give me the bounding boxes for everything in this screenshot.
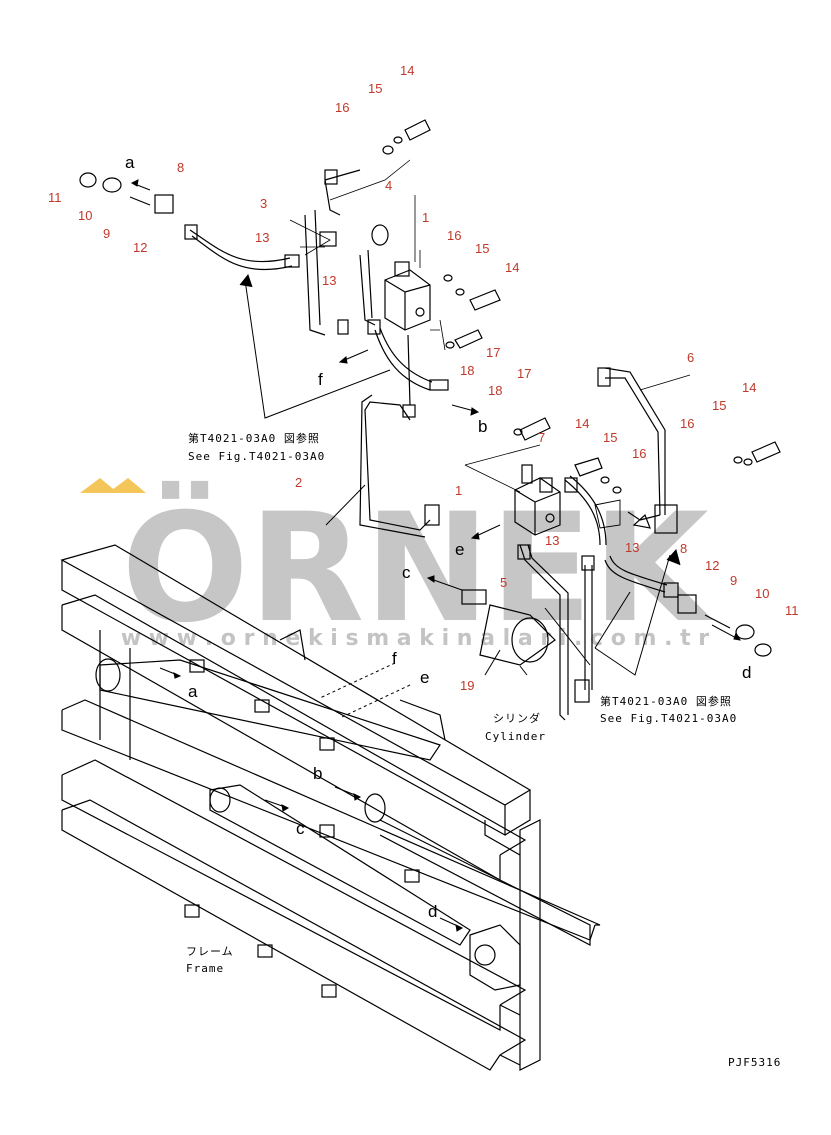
callout-1b: 1 [455,483,462,498]
frame-en: Frame [186,962,224,975]
callout-9a: 9 [103,226,110,241]
letter-a-top: a [125,153,135,172]
watermark-brand: ÖRNEK [121,480,713,656]
callout-8b: 8 [680,541,687,556]
callout-14c: 14 [742,380,756,395]
callout-6: 6 [687,350,694,365]
callout-16d: 16 [632,446,646,461]
frame-assembly [60,544,601,1071]
callout-13a: 13 [255,230,269,245]
ref1-en: See Fig.T4021-03A0 [188,450,325,463]
callout-15c: 15 [712,398,726,413]
callout-1a: 1 [422,210,429,225]
callout-3: 3 [260,196,267,211]
drawing-code: PJF5316 [728,1056,781,1069]
callout-11b: 11 [785,603,799,618]
letter-a-frame: a [188,682,198,701]
reference-notes: 第T4021-03A0 図参照 See Fig.T4021-03A0 第T402… [186,431,781,1069]
hydraulic-assembly-upper [79,119,501,538]
callout-16c: 16 [680,416,694,431]
ref2-en: See Fig.T4021-03A0 [600,712,737,725]
watermark-accent-right [108,478,146,493]
callout-14b: 14 [505,260,519,275]
watermark: ÖRNEK w w w . o r n e k i s m a k i n a … [80,478,713,656]
callout-17a: 17 [486,345,500,360]
direction-arrows [130,179,741,932]
callout-15a: 15 [368,81,382,96]
callout-numbers: 11 10 9 12 8 3 13 13 4 16 15 14 1 16 15 … [48,63,799,693]
callout-16a: 16 [335,100,349,115]
letter-d-top: d [742,663,751,682]
callout-15b: 15 [475,241,489,256]
callout-19: 19 [460,678,474,693]
callout-5: 5 [500,575,507,590]
callout-17b: 17 [517,366,531,381]
callout-13b: 13 [322,273,336,288]
frame-jp: フレーム [186,945,234,958]
callout-16b: 16 [447,228,461,243]
letter-d-frame: d [428,902,437,921]
letter-b-frame: b [313,764,322,783]
callout-12b: 12 [705,558,719,573]
callout-9b: 9 [730,573,737,588]
callout-4: 4 [385,178,392,193]
letter-c-frame: c [296,819,305,838]
connection-letters: a f b e c d a f e b c d [125,153,751,921]
watermark-url: w w w . o r n e k i s m a k i n a l a r … [121,626,709,651]
callout-12a: 12 [133,240,147,255]
letter-e-top: e [455,540,464,559]
callout-8a: 8 [177,160,184,175]
letter-c-top: c [402,563,411,582]
callout-10a: 10 [78,208,92,223]
letter-b-top: b [478,417,487,436]
callout-7: 7 [538,430,545,445]
cylinder-jp: シリンダ [493,711,541,725]
callout-15d: 15 [603,430,617,445]
callout-14d: 14 [575,416,589,431]
callout-18a: 18 [460,363,474,378]
callout-10b: 10 [755,586,769,601]
hydraulic-assembly-right [461,367,781,721]
callout-18b: 18 [488,383,502,398]
callout-11a: 11 [48,190,62,205]
callout-13c: 13 [545,533,559,548]
letter-f-frame: f [392,649,397,668]
ref1-jp: 第T4021-03A0 図参照 [188,431,320,445]
cylinder-en: Cylinder [485,730,546,743]
callout-2: 2 [295,475,302,490]
letter-e-frame: e [420,668,429,687]
callout-14a: 14 [400,63,414,78]
ref2-jp: 第T4021-03A0 図参照 [600,694,732,708]
callout-13d: 13 [625,540,639,555]
reference-arrows [239,273,681,676]
letter-f-top: f [318,370,323,389]
watermark-accent-left [80,478,118,493]
